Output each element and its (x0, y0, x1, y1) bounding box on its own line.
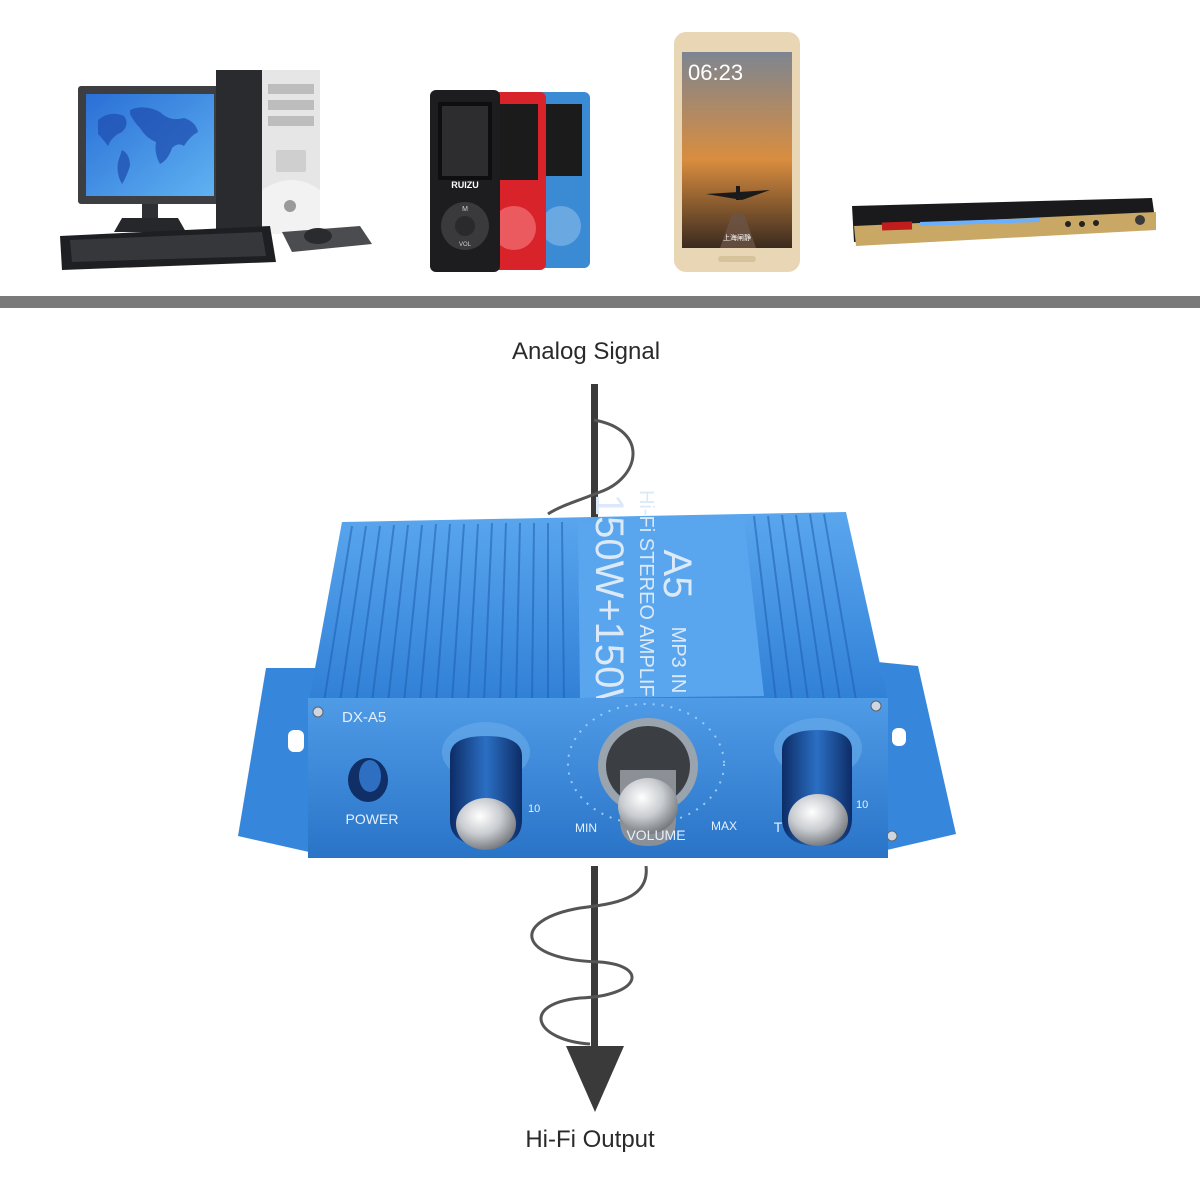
bass-knob: 10 (442, 722, 540, 850)
treble-scale: 10 (856, 799, 868, 811)
amplifier-image: A5 MP3 IN Hi-Fi STEREO AMPLIFIER 150W+15… (238, 490, 956, 858)
phone-caption: 上海闸静 (723, 233, 751, 242)
smartphone-image: 06:23 上海闸静 (674, 32, 800, 272)
volume-min-label: MIN (575, 821, 597, 835)
mp3-menu-key: M (462, 206, 468, 213)
output-arrow-head (566, 1046, 624, 1112)
volume-knob: MIN VOLUME MAX (567, 703, 737, 846)
dvd-player-image (852, 198, 1156, 246)
amp-top-type: Hi-Fi STEREO AMPLIFIER (635, 490, 657, 730)
analog-signal-label: Analog Signal (511, 338, 661, 365)
section-divider (0, 296, 1200, 308)
volume-label: VOLUME (626, 827, 685, 843)
bass-scale: 10 (528, 803, 540, 815)
amp-top-model: A5 (655, 550, 699, 599)
output-signal-line (530, 865, 648, 1112)
power-label: POWER (346, 811, 399, 827)
amp-model-badge: DX-A5 (342, 709, 386, 726)
mp3-brand: RUIZU (451, 180, 479, 190)
phone-clock: 06:23 (688, 60, 743, 85)
amp-top-power: 150W+150W (587, 494, 631, 727)
input-signal-line (547, 384, 635, 532)
treble-label: T (774, 819, 783, 835)
hifi-output-label: Hi-Fi Output (525, 1126, 655, 1153)
amp-top-feature: MP3 IN (667, 627, 689, 694)
mp3-players-image: RUIZU M VOL (430, 90, 590, 272)
desktop-computer-image (60, 70, 372, 270)
treble-knob: T 10 (774, 718, 868, 846)
mp3-vol-key: VOL (459, 242, 472, 248)
volume-max-label: MAX (711, 819, 737, 833)
